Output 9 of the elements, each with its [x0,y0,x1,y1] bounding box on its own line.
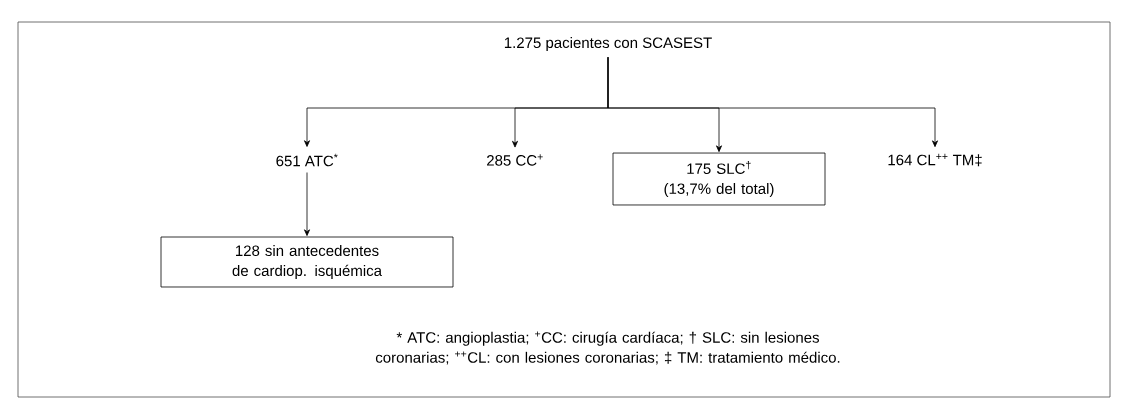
footnote: * ATC: angioplastia; $^{+}$CC: cirugía cardíaca; † SLC: sin lesiones coronarias; $^{++}$CL: con lesiones coronarias; ‡ TM: tratamiento médico. [375,331,840,365]
flow-box: 128 sin antecedentes de cardiop. isquémica [160,236,454,288]
flow-text: 285 CC$^{+}$ [487,154,543,166]
flow-text: 651 ATC$^{*}$ [276,153,338,167]
flow-box: 175 SLC$^{†}$ (13,7% del total) [612,152,826,206]
arrow [607,56,938,148]
arrow [304,172,310,236]
flow-text: 1.275 pacientes con SCASEST [504,37,712,51]
flow-text: 164 CL$^{++}$ TM‡ [888,153,982,167]
